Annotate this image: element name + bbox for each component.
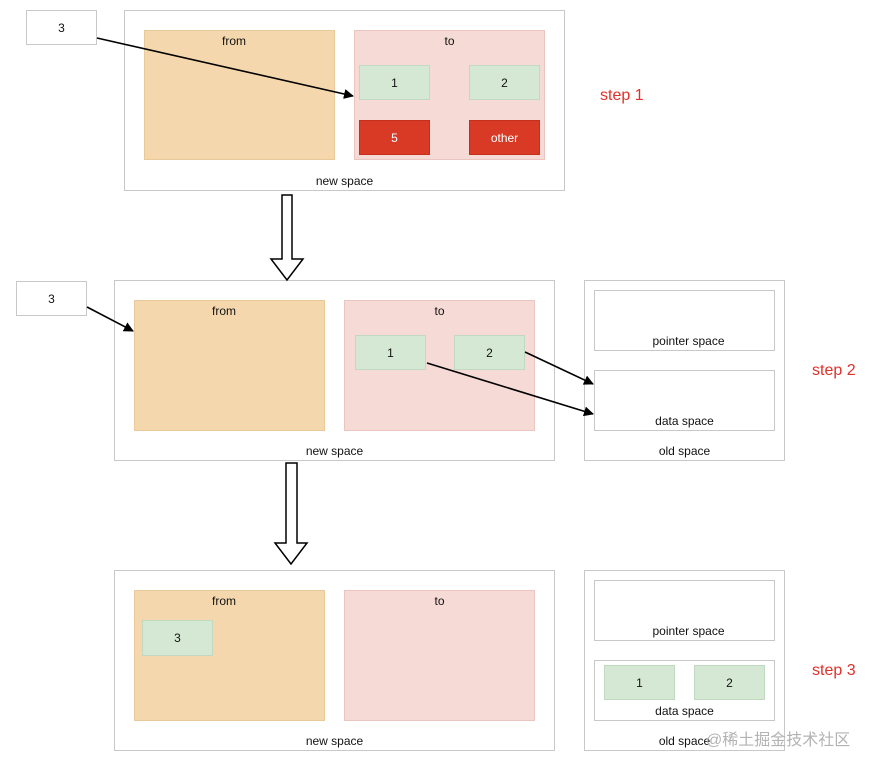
transition-arrow [269, 194, 305, 282]
from-label: from [212, 304, 236, 318]
data-space-label: data space [655, 414, 714, 428]
new-space-label: new space [315, 174, 374, 188]
data-space-label: data space [655, 704, 714, 718]
transition-arrow [273, 462, 309, 566]
from-semispace [144, 30, 335, 160]
from-label: from [212, 594, 236, 608]
from-semispace [134, 300, 325, 431]
pointer-space-label: pointer space [652, 334, 725, 348]
object-node: 1 [359, 65, 430, 100]
object-node: 1 [604, 665, 675, 700]
step-label: step 3 [812, 662, 856, 679]
garbage-object-node: other [469, 120, 540, 155]
data-space [594, 370, 775, 431]
garbage-object-node: 5 [359, 120, 430, 155]
step-label: step 1 [600, 87, 644, 104]
from-label: from [222, 34, 246, 48]
pointer-space [594, 580, 775, 641]
to-label: to [434, 304, 445, 318]
step-label: step 2 [812, 362, 856, 379]
object-node: 2 [469, 65, 540, 100]
new-space-label: new space [305, 444, 364, 458]
watermark: @稀土掘金技术社区 [706, 732, 851, 749]
object-node: 2 [694, 665, 765, 700]
to-semispace [344, 590, 535, 721]
old-space-label: old space [658, 734, 711, 748]
object-node: 2 [454, 335, 525, 370]
to-label: to [434, 594, 445, 608]
from-semispace [134, 590, 325, 721]
incoming-object-3: 3 [26, 10, 97, 45]
object-node: 1 [355, 335, 426, 370]
to-label: to [444, 34, 455, 48]
new-space-label: new space [305, 734, 364, 748]
pointer-space-label: pointer space [652, 624, 725, 638]
old-space-label: old space [658, 444, 711, 458]
pointer-space [594, 290, 775, 351]
object-node: 3 [142, 620, 213, 656]
incoming-object-3: 3 [16, 281, 87, 316]
